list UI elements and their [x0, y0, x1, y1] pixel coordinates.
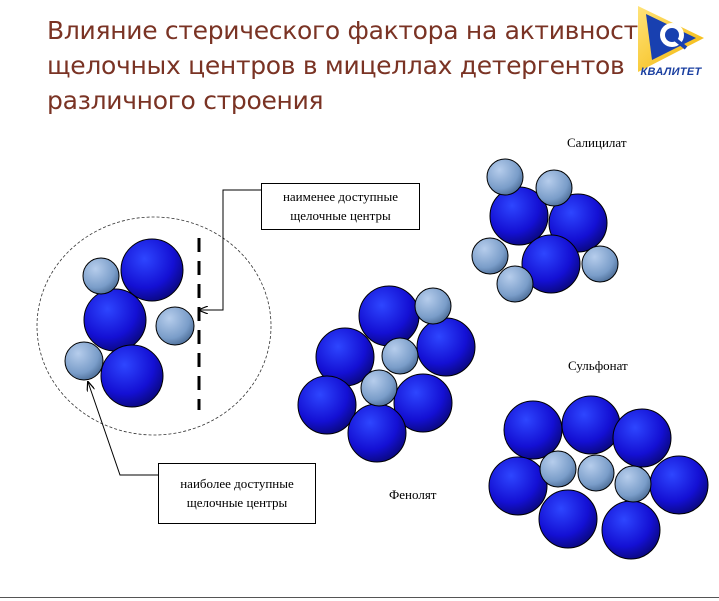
- micelle-boundary: [36, 216, 272, 436]
- title-line-3: различного строения: [47, 86, 324, 115]
- small-sphere: [577, 454, 615, 492]
- large-sphere: [521, 234, 581, 294]
- callout-most-accessible-line-1: наиболее доступные: [180, 476, 294, 491]
- slide-title: Влияние стерического фактора на активнос…: [47, 13, 653, 118]
- label-phenolate: Фенолят: [389, 487, 437, 502]
- callout-least-accessible-line-1: наименее доступные: [282, 189, 399, 204]
- small-sphere: [155, 306, 195, 346]
- small-sphere: [496, 265, 534, 303]
- label-sulfonate: Сульфонат: [568, 358, 628, 373]
- callout-least-accessible-line-2: щелочные центры: [290, 208, 391, 223]
- kvalitet-logo: [638, 6, 704, 72]
- small-sphere: [486, 158, 524, 196]
- title-line-2: щелочных центров в мицеллах детергентов: [47, 51, 625, 80]
- callout-most-accessible: наиболее доступные щелочные центры: [158, 463, 316, 524]
- large-sphere: [612, 408, 672, 468]
- leader-line-most-accessible: [88, 382, 158, 476]
- callout-most-accessible-line-2: щелочные центры: [186, 495, 288, 510]
- large-sphere: [83, 288, 147, 352]
- large-sphere: [601, 500, 661, 560]
- large-sphere: [488, 456, 548, 516]
- small-sphere: [539, 450, 577, 488]
- small-sphere: [64, 341, 104, 381]
- footer-divider: [0, 597, 719, 598]
- small-sphere: [360, 369, 398, 407]
- large-sphere: [100, 344, 164, 408]
- large-sphere: [416, 317, 476, 377]
- small-sphere: [414, 287, 452, 325]
- callout-least-accessible: наименее доступные щелочные центры: [261, 183, 420, 230]
- label-salicylate: Салицилат: [567, 135, 627, 150]
- large-sphere: [297, 375, 357, 435]
- leader-line-least-accessible: [199, 189, 261, 310]
- small-sphere: [82, 257, 120, 295]
- large-sphere: [358, 285, 420, 347]
- large-sphere: [347, 403, 407, 463]
- large-sphere: [561, 395, 621, 455]
- logo-wordmark: КВАЛИТЕТ: [640, 66, 702, 78]
- small-sphere: [535, 169, 573, 207]
- large-sphere: [393, 373, 453, 433]
- small-sphere: [614, 465, 652, 503]
- small-sphere: [581, 245, 619, 283]
- small-sphere: [381, 337, 419, 375]
- large-sphere: [649, 455, 709, 515]
- large-sphere: [503, 400, 563, 460]
- large-sphere: [120, 238, 184, 302]
- large-sphere: [538, 489, 598, 549]
- small-sphere: [471, 237, 509, 275]
- title-line-1: Влияние стерического фактора на активнос…: [47, 16, 653, 45]
